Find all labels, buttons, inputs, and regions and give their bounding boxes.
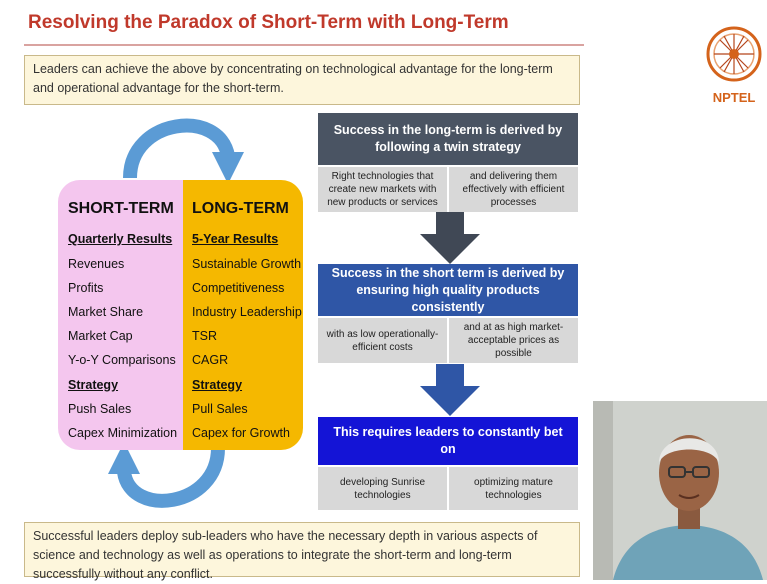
long-term-item: CAGR: [192, 353, 229, 367]
long-term-box: LONG-TERM 5-Year Results Sustainable Gro…: [183, 180, 303, 450]
cycle-arrow-top-head: [212, 152, 244, 184]
short-term-item: Market Cap: [68, 329, 133, 343]
cycle-arrow-top: [123, 118, 235, 179]
long-term-results-heading: 5-Year Results: [192, 232, 279, 246]
cycle-arrow-bottom: [117, 447, 225, 508]
short-term-box: SHORT-TERM Quarterly Results Revenues Pr…: [58, 180, 183, 450]
panel-long-term-right: and delivering them effectively with eff…: [449, 167, 578, 212]
long-term-item: TSR: [192, 329, 217, 343]
nptel-logo: NPTEL: [706, 20, 762, 110]
short-term-item: Push Sales: [68, 402, 132, 416]
panel-short-term-left: with as low operationally-efficient cost…: [318, 318, 447, 363]
panel-short-term-heading: Success in the short term is derived by …: [318, 264, 578, 316]
down-arrow-2: [420, 364, 480, 416]
short-term-item: Y-o-Y Comparisons: [68, 353, 176, 367]
panel-short-term-right: and at as high market-acceptable prices …: [449, 318, 578, 363]
long-term-strategy-heading: Strategy: [192, 378, 243, 392]
down-arrow-1: [420, 212, 480, 264]
short-term-strategy-heading: Strategy: [68, 378, 119, 392]
long-term-heading: LONG-TERM: [192, 200, 289, 217]
long-term-item: Sustainable Growth: [192, 257, 302, 271]
long-term-item: Capex for Growth: [192, 426, 290, 440]
panel-bet-left: developing Sunrise technologies: [318, 467, 447, 510]
long-term-item: Pull Sales: [192, 402, 248, 416]
panel-bet-right: optimizing mature technologies: [449, 467, 578, 510]
long-term-item: Competitiveness: [192, 281, 285, 295]
cycle-arrow-bottom-head: [108, 442, 140, 474]
panel-long-term-left: Right technologies that create new marke…: [318, 167, 447, 212]
logo-text: NPTEL: [712, 90, 756, 105]
conclusion-note: Successful leaders deploy sub-leaders wh…: [24, 522, 580, 581]
short-term-results-heading: Quarterly Results: [68, 232, 173, 246]
slide-title: Resolving the Paradox of Short-Term with…: [28, 12, 509, 33]
nptel-wheel-icon: [706, 26, 762, 82]
intro-note: Leaders can achieve the above by concent…: [24, 55, 580, 105]
short-term-item: Profits: [68, 281, 104, 295]
short-term-item: Revenues: [68, 257, 125, 271]
title-underline: [24, 44, 584, 46]
short-term-heading: SHORT-TERM: [68, 200, 174, 217]
cycle-arrows: [108, 118, 244, 508]
short-term-item: Market Share: [68, 305, 144, 319]
panel-long-term-heading: Success in the long-term is derived by f…: [318, 113, 578, 165]
presenter-webcam: [593, 401, 767, 580]
long-term-item: Industry Leadership: [192, 305, 302, 319]
panel-bet-heading: This requires leaders to constantly bet …: [318, 417, 578, 465]
presenter-silhouette: [593, 401, 767, 580]
short-term-item: Capex Minimization: [68, 426, 178, 440]
